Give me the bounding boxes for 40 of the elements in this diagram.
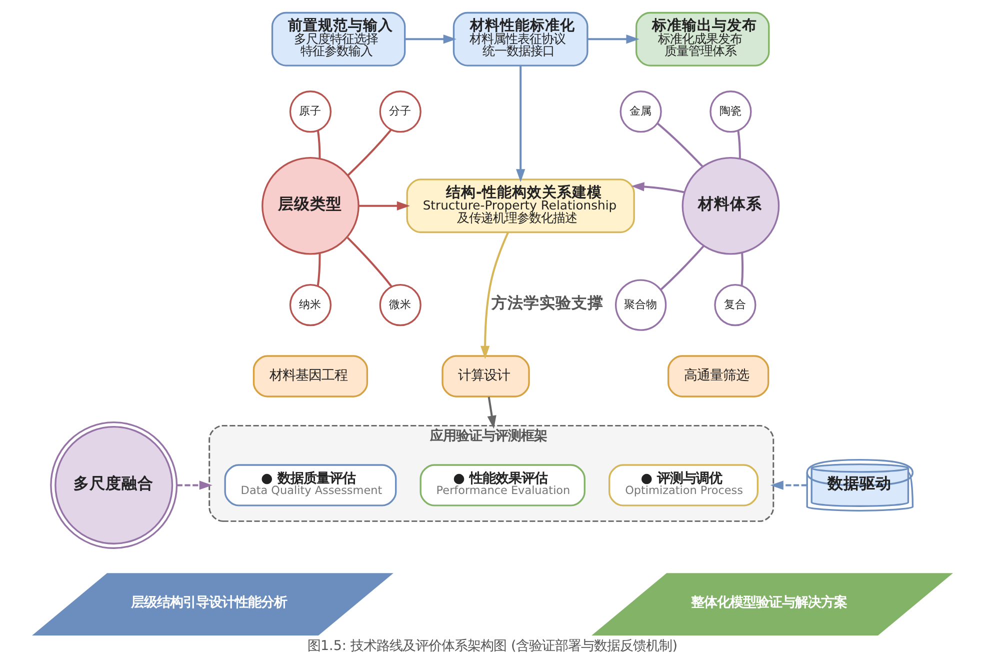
connector — [347, 129, 392, 176]
node-box: 结构-性能构效关系建模 Structure-Property Relationship 及传递机理参数化描述 — [406, 178, 635, 234]
arrow — [588, 34, 640, 44]
connector — [657, 122, 704, 168]
node-box: ● 数据质量评估 Data Quality Assessment — [224, 464, 397, 506]
node-box: ● 性能效果评估 Performance Evaluation — [420, 464, 586, 506]
connector — [660, 245, 705, 290]
node-box: 材料基因工程 — [252, 355, 368, 398]
arrow — [358, 201, 410, 210]
connector — [740, 252, 744, 286]
node-circle: 纳米 — [289, 284, 332, 326]
connector — [316, 130, 321, 158]
caption: 图1.5: 技术路线及评价体系架构图 (含验证部署与数据反馈机制) — [307, 638, 678, 654]
node-box: 标准输出与发布 标准化成果发布 质量管理体系 — [635, 12, 770, 66]
arrow — [176, 480, 212, 490]
node-circle: 聚合物 — [614, 279, 667, 331]
node-circle: 层级类型 — [262, 156, 360, 255]
arrow — [516, 66, 526, 182]
node-box: ● 评测与调优 Optimization Process — [608, 464, 758, 506]
node-circle: 多尺度融合 — [50, 421, 178, 549]
node-box: 前置规范与输入 多尺度特征选择 特征参数输入 — [271, 12, 406, 66]
node-box: 材料性能标准化 材料属性表征协议 统一数据接口 — [452, 12, 588, 66]
connector — [316, 253, 321, 286]
arrow — [405, 34, 456, 44]
arrow — [770, 480, 807, 490]
node-circle: 材料体系 — [682, 156, 780, 255]
node-box: 高通量筛选 — [668, 355, 770, 398]
node-box: 计算设计 — [442, 355, 530, 398]
connector — [346, 236, 392, 288]
node-circle: 陶瓷 — [710, 90, 752, 133]
arrow — [480, 232, 510, 359]
node-circle: 金属 — [620, 90, 662, 133]
node-circle: 原子 — [289, 90, 332, 133]
node-circle: 微米 — [379, 284, 422, 326]
arrow — [487, 396, 496, 429]
connector — [737, 130, 741, 158]
arrow — [631, 182, 685, 194]
edge-label: 方法学实验支撑 — [491, 293, 604, 312]
node-circle: 复合 — [714, 284, 756, 326]
node-circle: 分子 — [379, 90, 422, 133]
